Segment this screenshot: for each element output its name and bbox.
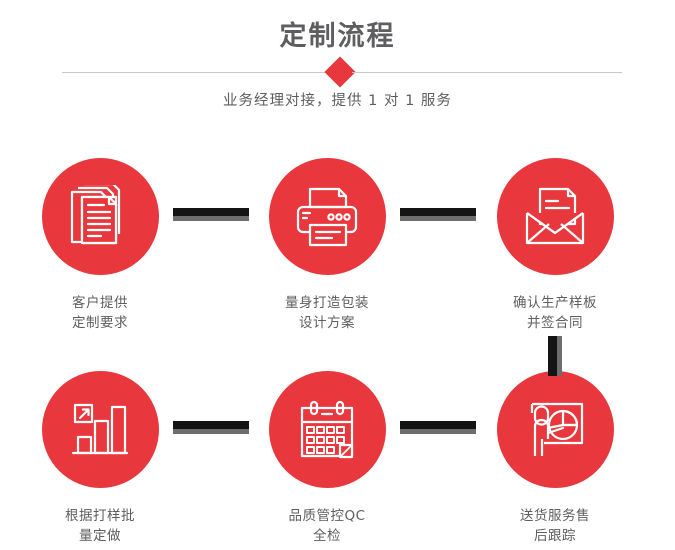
connector-step3-step6 bbox=[548, 336, 562, 376]
flow-step-5[interactable]: 品质管控QC 全检 bbox=[227, 363, 427, 546]
step-1-label: 客户提供 定制要求 bbox=[72, 295, 128, 331]
step-6-circle[interactable] bbox=[496, 371, 614, 488]
step-4-label: 根据打样批 量定做 bbox=[65, 508, 135, 544]
divider-line-right bbox=[352, 72, 622, 73]
bar-chart-growth-icon bbox=[69, 401, 131, 459]
step-3-circle[interactable] bbox=[496, 158, 614, 275]
envelope-document-icon bbox=[522, 186, 588, 248]
flow-row-bottom: 根据打样批 量定做 bbox=[0, 363, 675, 548]
page-title: 定制流程 bbox=[279, 21, 396, 52]
diamond-icon bbox=[324, 56, 356, 88]
connector-step1-step2 bbox=[173, 208, 249, 221]
step-3-label: 确认生产样板 并签合同 bbox=[513, 295, 597, 331]
calendar-check-icon bbox=[296, 400, 358, 460]
step-4-circle[interactable] bbox=[41, 371, 159, 488]
connector-step2-step3 bbox=[400, 208, 476, 221]
step-5-circle[interactable] bbox=[268, 371, 386, 488]
presenter-pie-chart-icon bbox=[522, 399, 588, 461]
flow-step-2[interactable]: 量身打造包装 设计方案 bbox=[227, 150, 427, 333]
connector-step4-step5 bbox=[173, 421, 249, 434]
page-subtitle: 业务经理对接，提供 1 对 1 服务 bbox=[223, 93, 452, 109]
step-5-label: 品质管控QC 全检 bbox=[288, 508, 366, 544]
divider-line-left bbox=[62, 72, 330, 73]
flow-row-top: 客户提供 定制要求 bbox=[0, 150, 675, 335]
step-6-label: 送货服务售 后跟踪 bbox=[520, 508, 590, 544]
connector-step5-step6 bbox=[400, 421, 476, 434]
documents-stack-icon bbox=[69, 184, 131, 249]
flow-step-3[interactable]: 确认生产样板 并签合同 bbox=[455, 150, 655, 333]
step-2-label: 量身打造包装 设计方案 bbox=[285, 295, 369, 331]
step-2-circle[interactable] bbox=[268, 158, 386, 275]
header-block: 定制流程 业务经理对接，提供 1 对 1 服务 bbox=[0, 0, 675, 130]
step-1-circle[interactable] bbox=[41, 158, 159, 275]
flow-step-4[interactable]: 根据打样批 量定做 bbox=[0, 363, 200, 546]
printer-icon bbox=[294, 186, 360, 248]
flow-step-6[interactable]: 送货服务售 后跟踪 bbox=[455, 363, 655, 546]
flow-step-1[interactable]: 客户提供 定制要求 bbox=[0, 150, 200, 333]
